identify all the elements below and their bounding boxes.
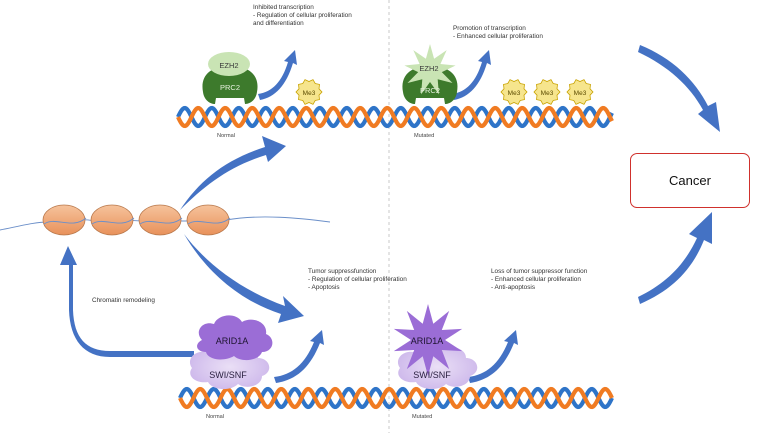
prc2-complex-mutated <box>402 44 458 104</box>
me3-star <box>500 79 528 105</box>
me3-label: Me3 <box>574 90 587 97</box>
nucleosome <box>138 204 183 236</box>
swisnf-label: SWI/SNF <box>209 370 247 380</box>
arid1a-label: ARID1A <box>216 336 249 346</box>
cancer-label: Cancer <box>669 173 711 188</box>
ezh2-mutated-shape <box>404 44 456 95</box>
chromatin-remodeling-label: Chromatin remodeling <box>92 297 155 304</box>
ezh2-label: EZH2 <box>219 61 238 70</box>
me3-label: Me3 <box>303 90 316 97</box>
swisnf-complex-normal <box>189 315 273 390</box>
swisnf-complex-mutated <box>393 304 478 390</box>
prc2-complex-normal <box>202 52 258 104</box>
me3-label: Me3 <box>541 90 554 97</box>
arrow-effect-bottom-mutated <box>468 330 518 383</box>
me3-star <box>533 79 561 105</box>
top-normal-effect-2: and differentiation <box>253 20 304 27</box>
dna-strand-orange <box>178 386 614 410</box>
top-mutated-effect-1: - Enhanced cellular proliferation <box>453 33 543 40</box>
me3-star <box>295 79 323 105</box>
bottom-normal-effect-2: - Apoptosis <box>308 284 340 291</box>
arrow-effect-top-normal <box>258 50 297 100</box>
bottom-normal-heading: Tumor suppressfunction <box>308 268 377 275</box>
bottom-mutated-heading: Loss of tumor suppressor function <box>491 268 588 275</box>
top-normal-effect-1: - Regulation of cellular proliferation <box>253 12 352 19</box>
top-normal-label: Normal <box>217 133 236 139</box>
chromatin-fiber <box>0 204 331 236</box>
prc2-shape <box>202 66 258 104</box>
arrow-bottom-to-cancer <box>638 212 712 304</box>
bottom-mutated-label: Mutated <box>412 414 433 420</box>
arrow-to-bottom-panel <box>184 234 304 323</box>
arid1a-mutated-shape <box>393 304 463 376</box>
ezh2-label: EZH2 <box>419 64 438 73</box>
cancer-outcome-box: Cancer <box>630 153 750 208</box>
dna-helix-top <box>176 105 614 129</box>
arrow-effect-top-mutated <box>452 50 491 100</box>
top-mutated-heading: Promotion of transcription <box>453 25 526 32</box>
nucleosome <box>186 204 231 236</box>
bottom-normal-label: Normal <box>206 414 225 420</box>
swisnf-label: SWI/SNF <box>413 370 451 380</box>
ezh2-shape <box>208 52 250 76</box>
bottom-normal-effect-1: - Regulation of cellular proliferation <box>308 276 407 283</box>
me3-star <box>566 79 594 105</box>
arrow-to-top-panel <box>180 136 286 210</box>
top-mutated-label: Mutated <box>414 133 435 139</box>
arid1a-label: ARID1A <box>411 336 444 346</box>
arrow-effect-bottom-normal <box>274 330 324 383</box>
nucleosome <box>90 204 135 236</box>
nucleosome <box>42 204 87 236</box>
dna-strand-orange <box>176 105 614 129</box>
prc2-label: PRC2 <box>420 86 440 95</box>
bottom-mutated-effect-2: - Anti-apoptosis <box>491 284 536 291</box>
bottom-mutated-effect-1: - Enhanced cellular proliferation <box>491 276 581 283</box>
me3-label: Me3 <box>508 90 521 97</box>
arid1a-cloud <box>197 315 273 361</box>
top-normal-heading: Inhibited transcription <box>253 4 314 11</box>
arrow-top-to-cancer <box>638 45 720 132</box>
dna-helix-bottom <box>178 386 614 410</box>
prc2-label: PRC2 <box>220 83 240 92</box>
